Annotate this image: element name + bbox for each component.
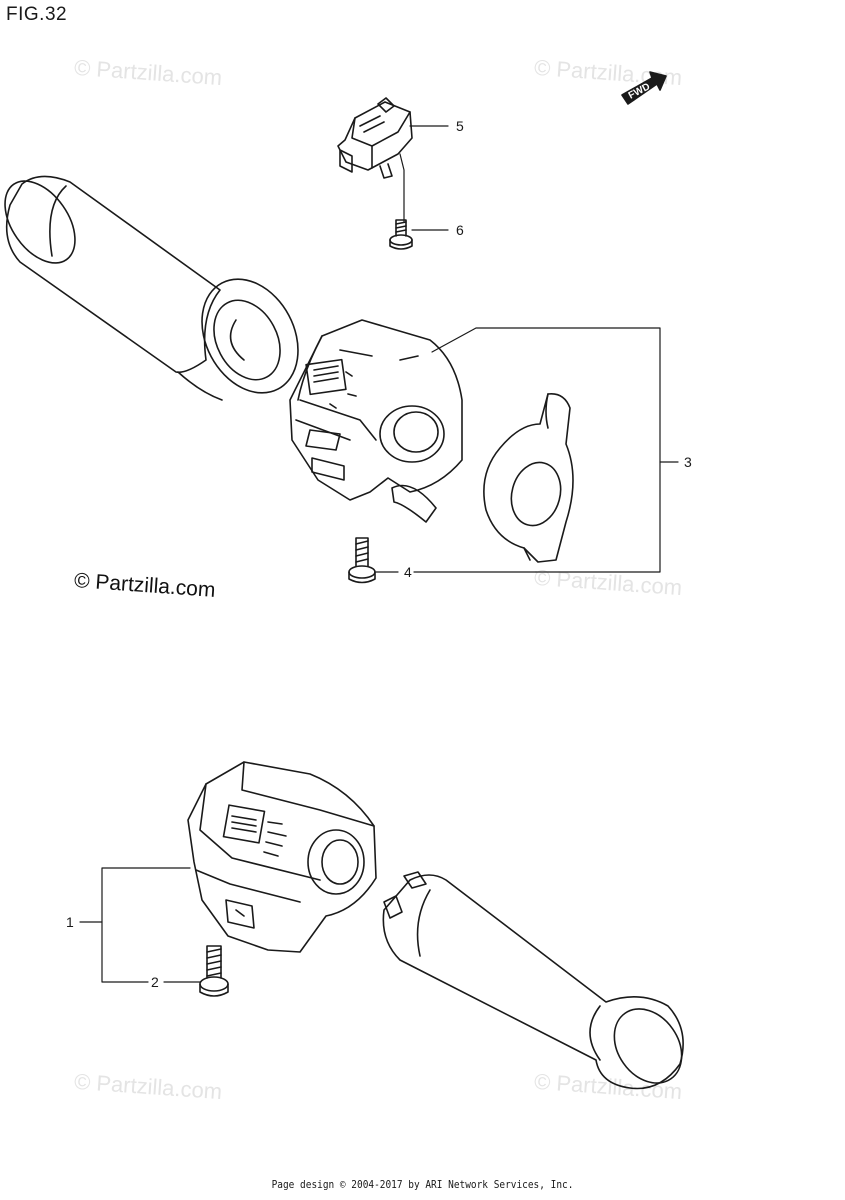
callout-6: 6 [456,222,464,238]
leader-5-vertical [399,153,405,223]
part-3-clamp-half [483,392,574,563]
callout-2: 2 [151,974,159,990]
callout-3: 3 [684,454,692,470]
leader-1-bracket [101,867,191,983]
page-footer: Page design © 2004-2017 by ARI Network S… [271,1178,574,1191]
part-2-screw [199,945,229,997]
leader-3-bracket [431,327,661,573]
part-6-screw [389,219,413,250]
callout-1: 1 [66,914,74,930]
part-5-clamp [337,97,413,179]
part-3-switch-housing [289,319,463,523]
fwd-arrow-icon [621,71,667,105]
callout-5: 5 [456,118,464,134]
part-1-switch-housing [187,761,377,953]
figure-title: FIG.32 [6,4,68,25]
right-grip [382,871,684,1090]
left-grip [4,175,299,401]
callout-4: 4 [404,564,412,580]
part-4-screw [348,537,376,584]
leader-lines [79,125,679,983]
